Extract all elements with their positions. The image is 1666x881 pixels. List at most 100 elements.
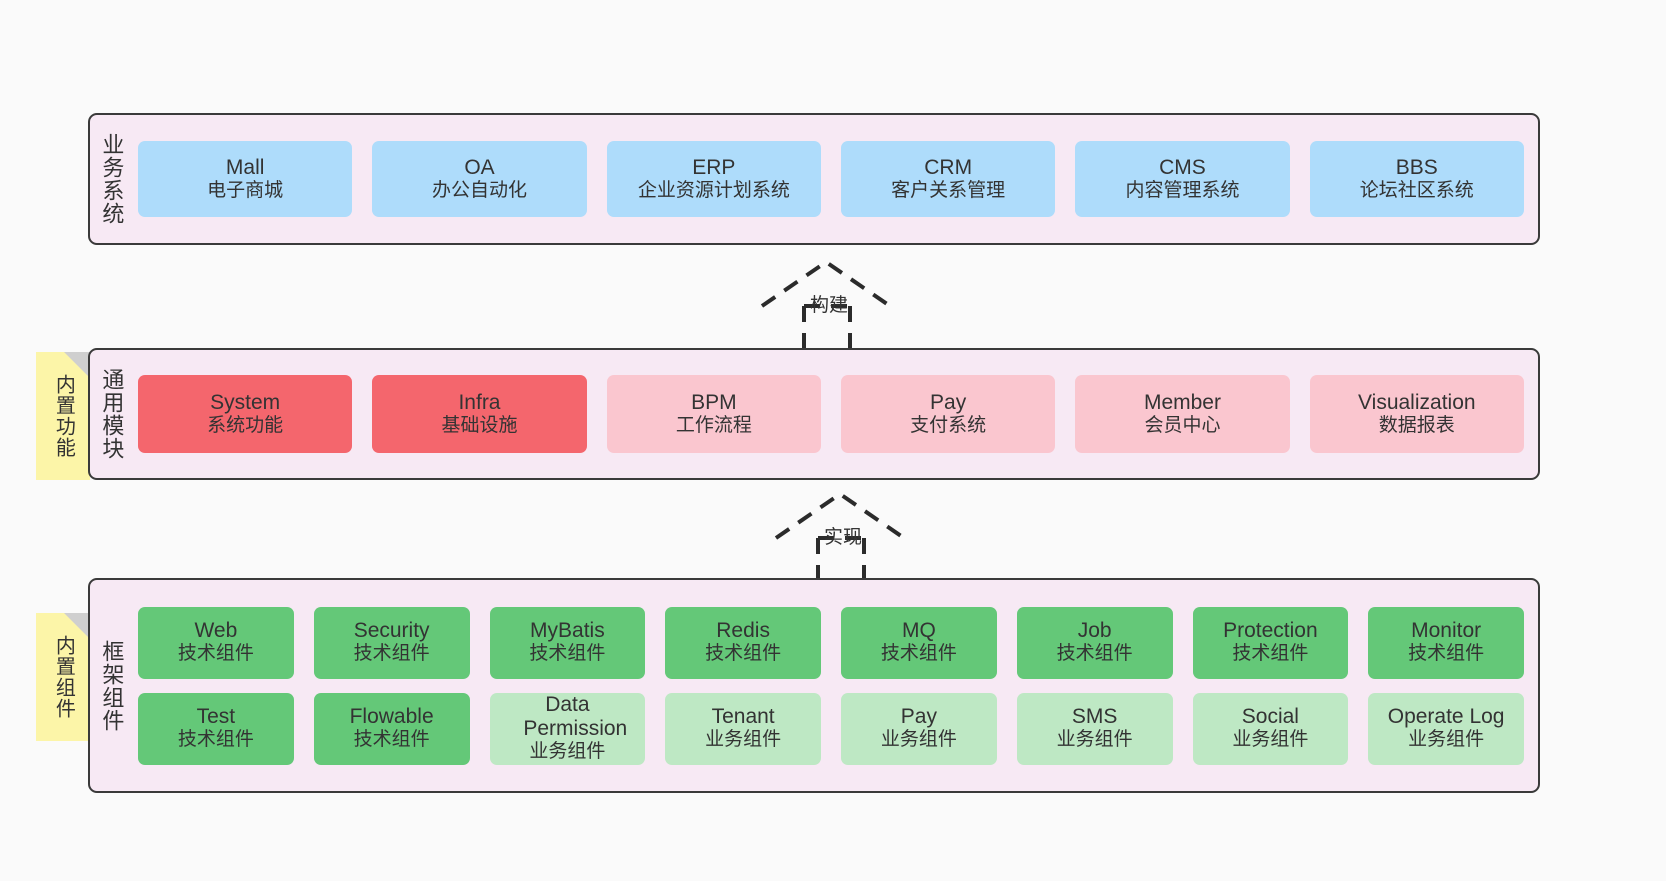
node-social[interactable]: Social 业务组件	[1192, 692, 1349, 765]
node-title: System	[210, 390, 281, 414]
node-subtitle: 技术组件	[177, 643, 254, 665]
layer-business-system-body: Mall 电子商城 OA 办公自动化 ERP 企业资源计划系统 CRM 客户关系…	[132, 115, 1538, 243]
note-builtin-components-text: 内置组件	[52, 635, 75, 719]
node-mybatis[interactable]: MyBatis 技术组件	[489, 606, 646, 679]
node-row: Web 技术组件 Security 技术组件 MyBatis 技术组件 Redi…	[138, 606, 1524, 679]
node-title: Redis	[716, 619, 770, 643]
node-bpm[interactable]: BPM 工作流程	[606, 375, 821, 453]
node-row: System 系统功能 Infra 基础设施 BPM 工作流程 Pay 支付系统…	[138, 375, 1524, 453]
connector-stem-dashed	[816, 536, 866, 580]
node-web[interactable]: Web 技术组件	[138, 606, 294, 679]
node-subtitle: 会员中心	[1144, 414, 1221, 436]
node-system[interactable]: System 系统功能	[138, 375, 353, 453]
node-title: CRM	[924, 155, 973, 179]
node-row: Mall 电子商城 OA 办公自动化 ERP 企业资源计划系统 CRM 客户关系…	[138, 141, 1524, 217]
node-subtitle: 技术组件	[880, 643, 957, 665]
node-pay-component[interactable]: Pay 业务组件	[841, 692, 997, 765]
node-flowable[interactable]: Flowable 技术组件	[313, 692, 470, 765]
node-protection[interactable]: Protection 技术组件	[1192, 606, 1349, 679]
node-mq[interactable]: MQ 技术组件	[841, 606, 997, 679]
node-title: Test	[196, 705, 236, 729]
node-erp[interactable]: ERP 企业资源计划系统	[606, 141, 821, 217]
node-title: Mall	[225, 155, 265, 179]
node-subtitle: 技术组件	[705, 643, 782, 665]
node-title: Security	[353, 619, 430, 643]
node-title: OA	[464, 155, 495, 179]
connector-implement-shape	[774, 491, 906, 580]
node-subtitle: 论坛社区系统	[1359, 179, 1474, 201]
node-title: Protection	[1223, 619, 1318, 643]
note-builtin-features: 内置功能	[36, 352, 90, 480]
node-oa[interactable]: OA 办公自动化	[372, 141, 587, 217]
node-subtitle: 业务组件	[705, 729, 782, 751]
node-title: ERP	[692, 155, 736, 179]
note-fold-corner-icon	[64, 613, 90, 639]
layer-framework-components-title: 框架组件	[99, 639, 125, 732]
node-monitor[interactable]: Monitor 技术组件	[1368, 606, 1524, 679]
node-title: Member	[1143, 390, 1221, 414]
node-title: Visualization	[1358, 390, 1476, 414]
node-subtitle: 内容管理系统	[1125, 179, 1240, 201]
node-operate-log[interactable]: Operate Log 业务组件	[1368, 692, 1524, 765]
node-redis[interactable]: Redis 技术组件	[665, 606, 821, 679]
node-sms[interactable]: SMS 业务组件	[1016, 692, 1173, 765]
node-subtitle: 客户关系管理	[891, 179, 1006, 201]
connector-build-shape	[760, 259, 892, 348]
node-pay-module[interactable]: Pay 支付系统	[840, 375, 1056, 453]
node-bbs[interactable]: BBS 论坛社区系统	[1309, 141, 1524, 217]
node-security[interactable]: Security 技术组件	[313, 606, 470, 679]
connector-implement-label: 实现	[824, 527, 863, 548]
node-subtitle: 办公自动化	[431, 179, 527, 201]
node-cms[interactable]: CMS 内容管理系统	[1075, 141, 1290, 217]
node-title: Flowable	[349, 705, 434, 729]
node-title: SMS	[1071, 705, 1118, 729]
node-title: Social	[1241, 705, 1299, 729]
node-member[interactable]: Member 会员中心	[1075, 375, 1290, 453]
layer-framework-components: 框架组件 Web 技术组件 Security 技术组件 MyBatis 技术组件…	[88, 578, 1540, 793]
layer-common-modules-title: 通用模块	[99, 368, 125, 460]
node-subtitle: 企业资源计划系统	[637, 179, 790, 201]
node-subtitle: 技术组件	[353, 729, 430, 751]
node-title: MQ	[901, 619, 936, 643]
node-subtitle: 技术组件	[529, 643, 606, 665]
node-subtitle: 业务组件	[1056, 729, 1133, 751]
node-title: Pay	[900, 705, 937, 729]
node-subtitle: 支付系统	[910, 414, 987, 436]
node-data-permission[interactable]: Data Permission 业务组件	[489, 692, 646, 765]
note-builtin-features-text: 内置功能	[52, 374, 75, 458]
node-title: Infra	[458, 390, 501, 414]
node-subtitle: 技术组件	[353, 643, 430, 665]
layer-framework-components-body: Web 技术组件 Security 技术组件 MyBatis 技术组件 Redi…	[132, 580, 1538, 791]
connector-stem-dashed	[802, 304, 852, 348]
node-subtitle: 技术组件	[1232, 643, 1309, 665]
node-title: Data Permission	[523, 693, 628, 741]
node-infra[interactable]: Infra 基础设施	[372, 375, 587, 453]
node-tenant[interactable]: Tenant 业务组件	[665, 692, 821, 765]
layer-common-modules: 通用模块 System 系统功能 Infra 基础设施 BPM 工作流程 Pay…	[88, 348, 1540, 480]
node-title: Monitor	[1411, 619, 1482, 643]
node-subtitle: 技术组件	[1056, 643, 1133, 665]
node-subtitle: 业务组件	[880, 729, 957, 751]
node-title: Tenant	[711, 705, 775, 729]
node-row: Test 技术组件 Flowable 技术组件 Data Permission …	[138, 692, 1524, 765]
node-title: Pay	[930, 390, 967, 414]
node-subtitle: 技术组件	[1408, 643, 1485, 665]
node-job[interactable]: Job 技术组件	[1016, 606, 1173, 679]
node-test[interactable]: Test 技术组件	[138, 692, 294, 765]
node-subtitle: 系统功能	[207, 414, 284, 436]
node-title: MyBatis	[530, 619, 605, 643]
node-subtitle: 业务组件	[1408, 729, 1485, 751]
connector-build-label: 构建	[810, 295, 849, 316]
node-subtitle: 电子商城	[207, 179, 284, 201]
node-mall[interactable]: Mall 电子商城	[138, 141, 353, 217]
node-title: CMS	[1159, 155, 1206, 179]
node-visualization[interactable]: Visualization 数据报表	[1309, 375, 1524, 453]
layer-common-modules-body: System 系统功能 Infra 基础设施 BPM 工作流程 Pay 支付系统…	[132, 350, 1538, 478]
node-crm[interactable]: CRM 客户关系管理	[840, 141, 1056, 217]
connector-implement: 实现	[772, 490, 912, 582]
node-subtitle: 业务组件	[1232, 729, 1309, 751]
note-fold-corner-icon	[64, 352, 90, 378]
layer-business-system-title: 业务系统	[99, 133, 125, 225]
node-title: Operate Log	[1387, 705, 1505, 729]
